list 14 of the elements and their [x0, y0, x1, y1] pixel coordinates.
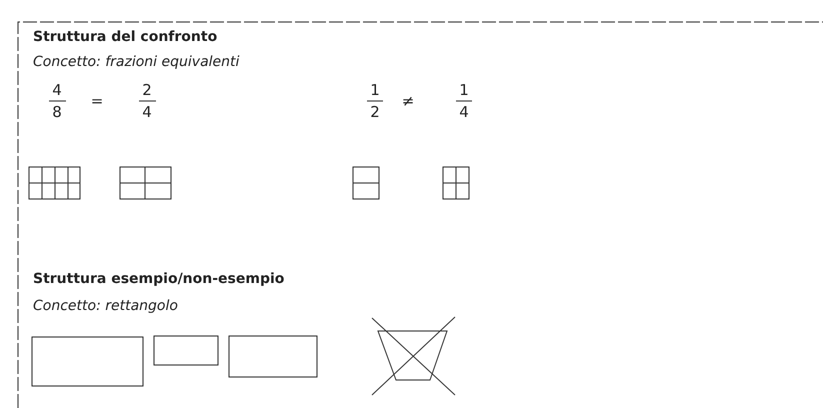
- concept-label: Concetto: frazioni equivalenti: [33, 55, 240, 69]
- equals-sign: =: [90, 94, 104, 109]
- numerator: 2: [142, 83, 152, 98]
- denominator: 2: [370, 105, 380, 120]
- denominator: 8: [52, 105, 62, 120]
- concept-label: Concetto: rettangolo: [33, 299, 178, 313]
- section-heading: Struttura esempio/non-esempio: [33, 272, 284, 286]
- section-heading: Struttura del confronto: [33, 30, 218, 44]
- numerator: 1: [459, 83, 469, 98]
- numerator: 4: [52, 83, 62, 98]
- denominator: 4: [459, 105, 469, 120]
- not-equal-sign: ≠: [402, 94, 414, 109]
- denominator: 4: [142, 105, 152, 120]
- numerator: 1: [370, 83, 380, 98]
